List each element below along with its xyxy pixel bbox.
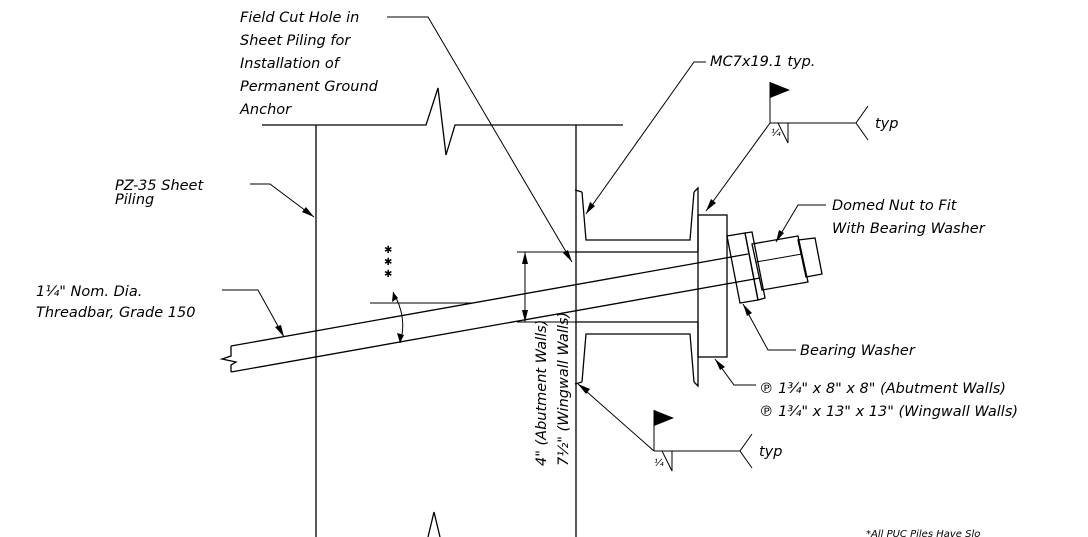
plate-wingwall-label: ℗ 1¾" x 13" x 13" (Wingwall Walls) bbox=[759, 404, 1018, 420]
weld-leader-bottom bbox=[577, 383, 655, 452]
threadbar-break bbox=[219, 346, 238, 372]
weld-flag-bottom bbox=[654, 410, 674, 426]
domed-nut-arrow bbox=[776, 230, 784, 242]
weld-size-top: ¼ bbox=[771, 127, 781, 139]
weld-tail-bottom bbox=[739, 433, 753, 469]
nut-line bbox=[755, 253, 803, 263]
field-cut-line-1: Field Cut Hole in bbox=[240, 10, 359, 26]
dim-arrow-top bbox=[522, 252, 528, 264]
asterisk-1: ✱ bbox=[384, 245, 392, 256]
weld-symbol-bottom: ¼ typ bbox=[577, 383, 782, 472]
callout-sheet-piling: PZ-35 Sheet Piling bbox=[115, 178, 315, 218]
asterisk-3: ✱ bbox=[384, 269, 392, 280]
callout-threadbar: 1¼" Nom. Dia. Threadbar, Grade 150 bbox=[36, 284, 285, 338]
domed-nut bbox=[751, 235, 809, 291]
callout-plate: ℗ 1¾" x 8" x 8" (Abutment Walls) ℗ 1¾" x… bbox=[714, 358, 1018, 420]
threadbar bbox=[219, 253, 761, 373]
channel-upper-flange-left bbox=[574, 189, 583, 193]
plate-arrow bbox=[715, 359, 725, 370]
weld-leader-arrow-top bbox=[706, 199, 716, 211]
dim-abutment-text: 4" (Abutment Walls) bbox=[534, 320, 550, 466]
weld-fillet-top bbox=[777, 122, 789, 144]
weld-typ-top: typ bbox=[875, 116, 898, 132]
hole-dimension: 4" (Abutment Walls) 7½" (Wingwall Walls) bbox=[517, 251, 576, 466]
channel-arrow bbox=[586, 202, 595, 214]
weld-leader-top bbox=[705, 122, 771, 212]
bearing-washer-face bbox=[744, 231, 766, 301]
footnote-text: *All PUC Piles Have Slo bbox=[866, 529, 980, 537]
channel-mc7 bbox=[574, 186, 699, 388]
bearing-plate bbox=[697, 214, 728, 358]
channel-lower-flange-left bbox=[574, 381, 583, 385]
angle-arrow-bottom bbox=[397, 333, 404, 343]
sheet-piling-line-2: Piling bbox=[115, 192, 154, 208]
threadbar-top-edge bbox=[230, 253, 749, 347]
domed-nut-dome bbox=[797, 237, 823, 278]
callout-channel: MC7x19.1 typ. bbox=[585, 54, 815, 215]
plate-leader bbox=[714, 358, 756, 386]
plate-abutment-label: ℗ 1¾" x 8" x 8" (Abutment Walls) bbox=[759, 381, 1006, 397]
dim-wingwall-text: 7½" (Wingwall Walls) bbox=[556, 312, 572, 466]
weld-fillet-bottom bbox=[661, 450, 673, 472]
threadbar-bottom-edge bbox=[230, 277, 761, 373]
weld-size-bottom: ¼ bbox=[654, 457, 664, 469]
bearing-washer-leader bbox=[742, 303, 796, 351]
weld-tail-top bbox=[855, 105, 869, 141]
domed-nut-leader bbox=[775, 204, 826, 243]
field-cut-arrow bbox=[563, 250, 572, 262]
bearing-washer-arrow bbox=[743, 304, 752, 316]
weld-flag-top bbox=[770, 82, 790, 98]
field-cut-line-3: Installation of bbox=[240, 56, 341, 72]
field-cut-leader bbox=[387, 16, 573, 263]
callout-domed-nut: Domed Nut to Fit With Bearing Washer bbox=[775, 198, 986, 243]
domed-nut-line-1: Domed Nut to Fit bbox=[832, 198, 958, 214]
top-break-line bbox=[262, 87, 623, 156]
asterisk-2: ✱ bbox=[384, 257, 392, 268]
threadbar-line-1: 1¼" Nom. Dia. bbox=[36, 284, 142, 300]
dim-arrow-bottom bbox=[522, 310, 528, 322]
channel-upper-web bbox=[581, 191, 695, 241]
weld-symbol-top: ¼ typ bbox=[705, 82, 898, 212]
channel-label: MC7x19.1 typ. bbox=[710, 54, 815, 70]
sheet-piling-arrow bbox=[302, 207, 314, 217]
bottom-break-mark bbox=[427, 511, 441, 537]
sheet-piling-line-1: PZ-35 Sheet bbox=[115, 178, 204, 194]
threadbar-arrow bbox=[275, 325, 284, 337]
angle-indicator: ✱ ✱ ✱ bbox=[370, 245, 472, 344]
threadbar-leader bbox=[222, 289, 285, 338]
angle-arrow-top bbox=[392, 292, 398, 302]
channel-leader bbox=[585, 61, 706, 215]
threadbar-line-2: Threadbar, Grade 150 bbox=[36, 305, 195, 321]
field-cut-line-5: Anchor bbox=[239, 102, 292, 118]
channel-lower-web bbox=[581, 333, 695, 383]
domed-nut-line-2: With Bearing Washer bbox=[832, 221, 986, 237]
sheet-piling-leader bbox=[250, 183, 315, 218]
field-cut-line-2: Sheet Piling for bbox=[240, 33, 351, 49]
callout-field-cut-hole: Field Cut Hole in Sheet Piling for Insta… bbox=[239, 10, 573, 263]
weld-typ-bottom: typ bbox=[759, 444, 782, 460]
anchor-hardware bbox=[697, 214, 823, 358]
field-cut-line-4: Permanent Ground bbox=[240, 79, 379, 95]
bearing-washer-label: Bearing Washer bbox=[800, 343, 916, 359]
callout-bearing-washer: Bearing Washer bbox=[742, 303, 916, 359]
weld-leader-arrow-bottom bbox=[578, 384, 590, 394]
